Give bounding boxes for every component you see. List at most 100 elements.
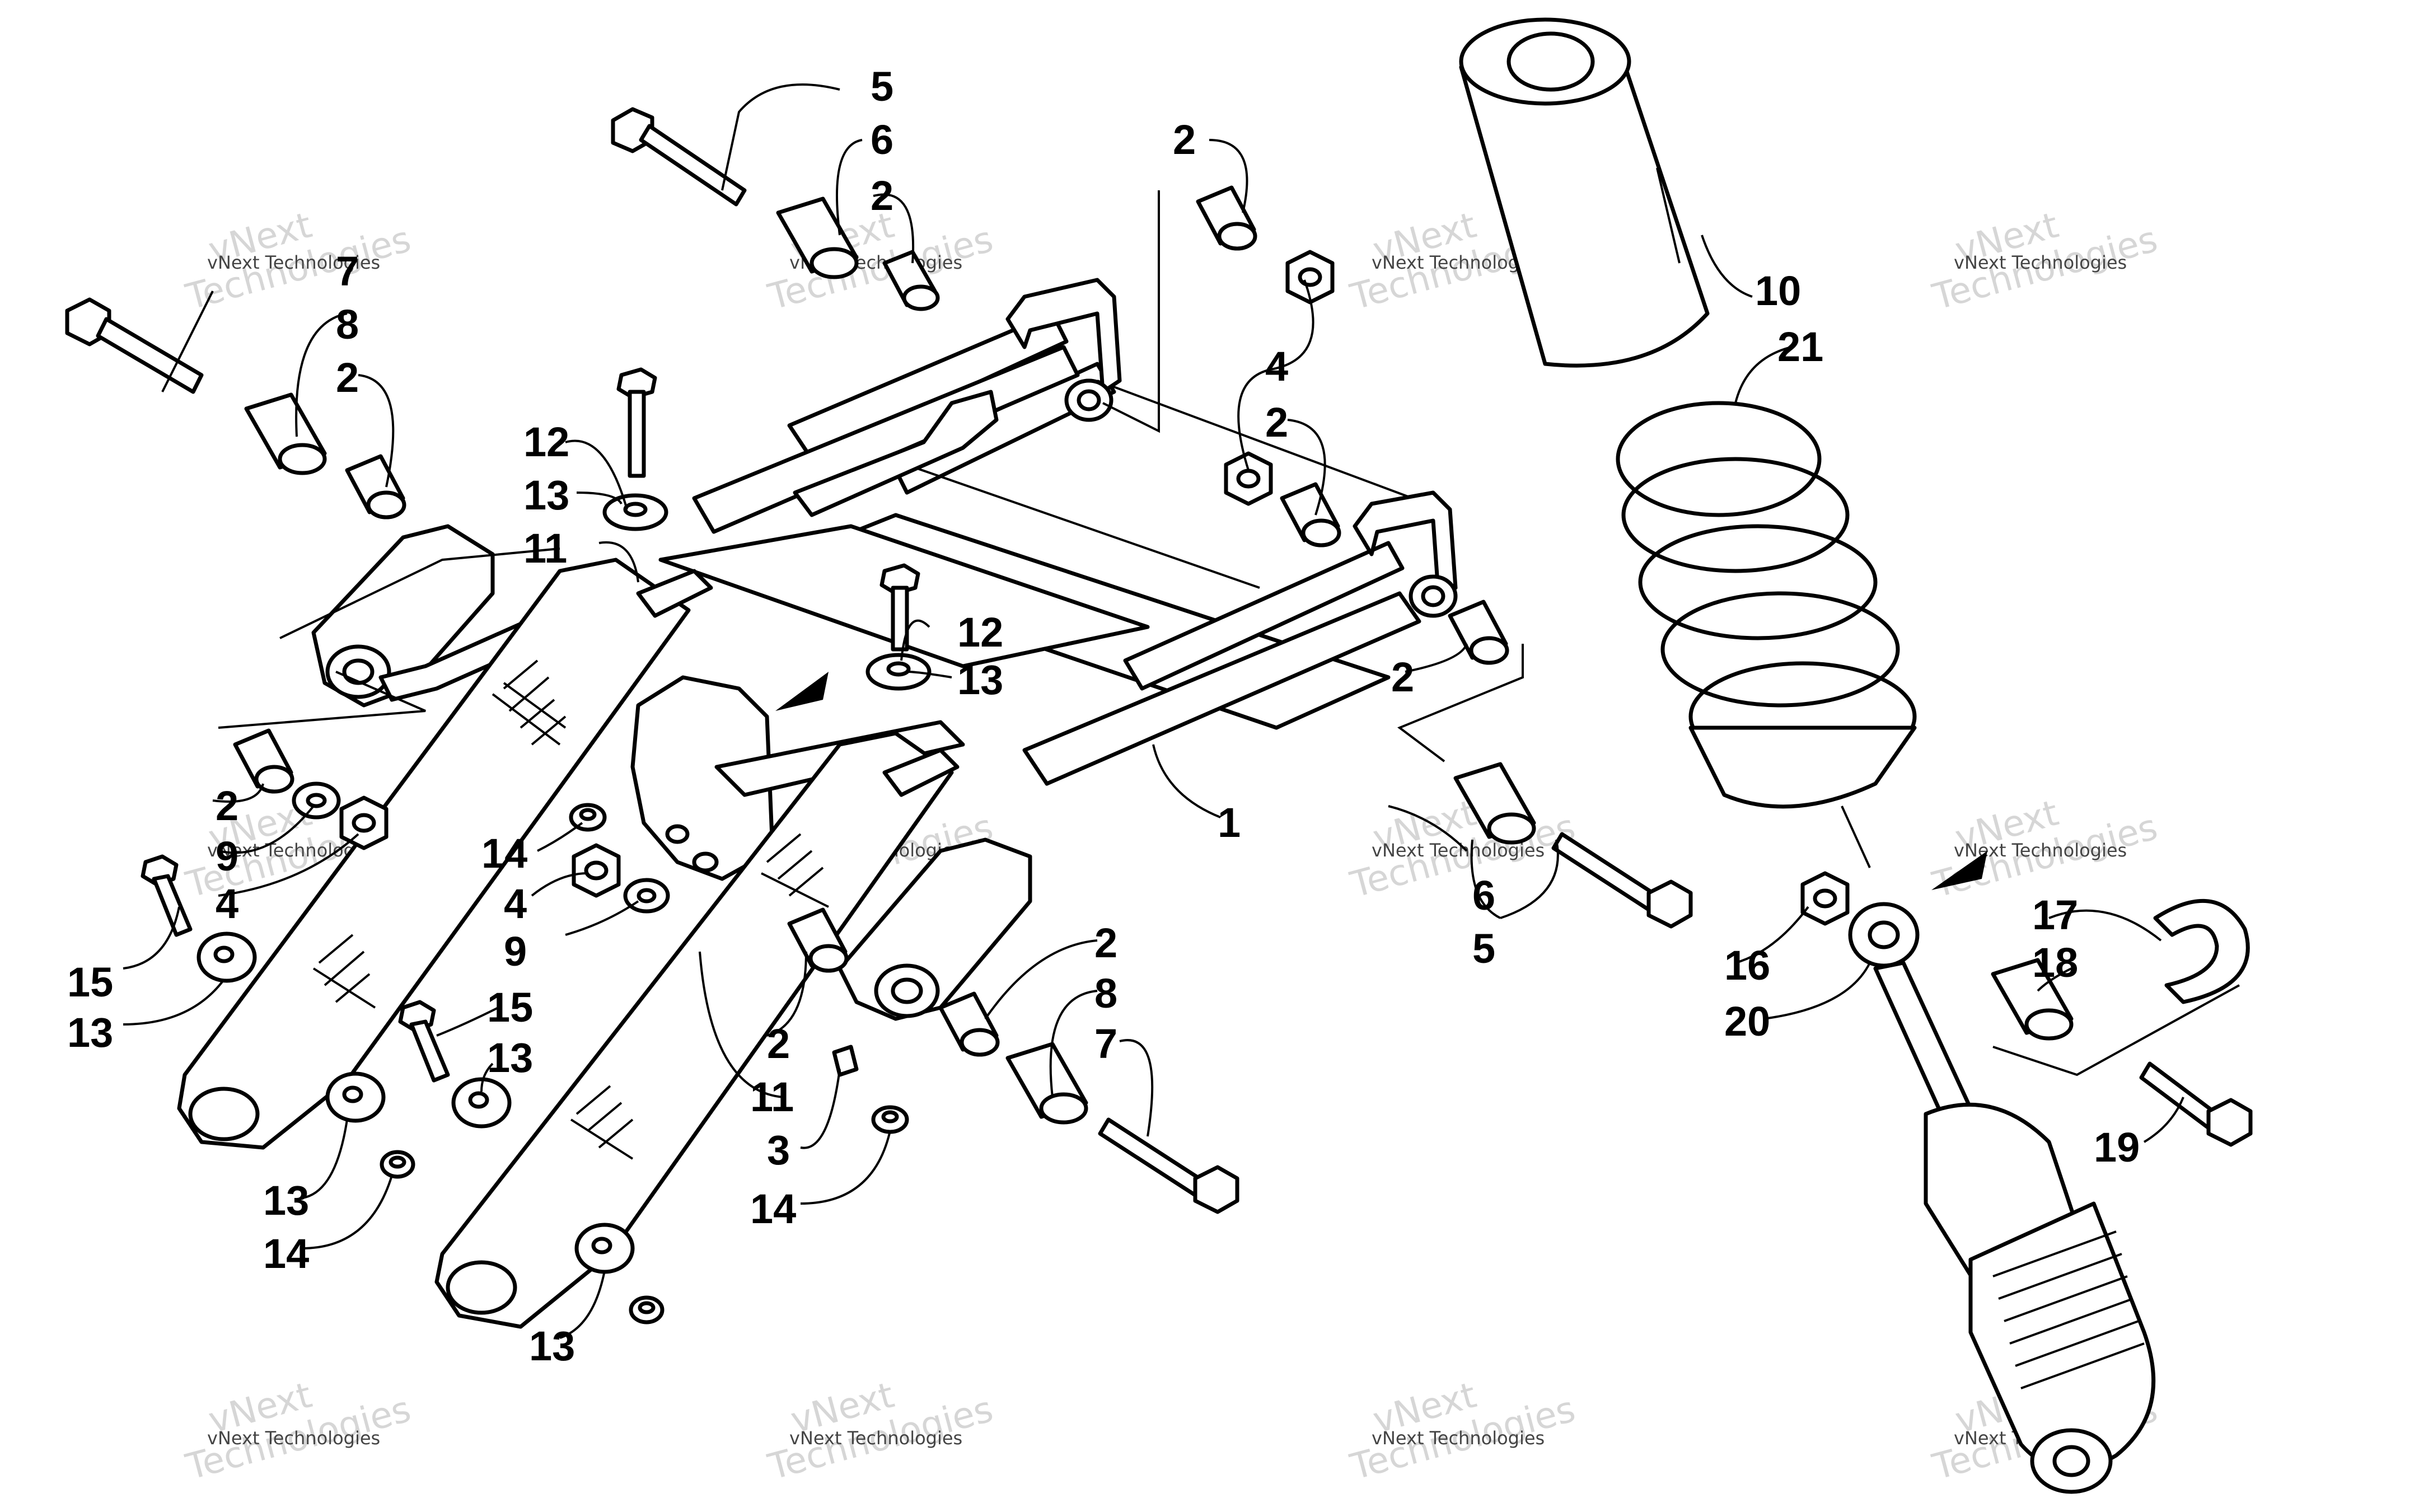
spacer-icon [776, 196, 859, 279]
bolt-icon [398, 1000, 450, 1083]
bushing-icon [345, 454, 406, 519]
callout-7: 7 [1094, 1021, 1117, 1067]
callout-1: 1 [1218, 799, 1241, 846]
watermark: vNext Technologies [1372, 1427, 1545, 1449]
callout-19: 19 [2094, 1124, 2140, 1171]
hardware [65, 107, 1693, 1324]
bushing-icon [1196, 185, 1257, 251]
watermark: vNext Technologies [789, 1427, 962, 1449]
bushing-icon [938, 991, 1000, 1057]
callout-2: 2 [1391, 654, 1414, 700]
washer-hole-icon [591, 1237, 612, 1254]
bushing-icon [787, 907, 849, 973]
grease-fitting-icon [832, 1045, 859, 1077]
callout-2: 2 [1173, 116, 1196, 163]
callout-21: 21 [1777, 324, 1823, 370]
nut-icon [629, 1295, 665, 1324]
callout-15: 15 [487, 984, 533, 1031]
callout-4: 4 [216, 881, 238, 927]
bolt-icon [879, 563, 920, 652]
callout-14: 14 [750, 1186, 796, 1232]
callout-20: 20 [1724, 998, 1770, 1045]
callout-10: 10 [1755, 268, 1801, 314]
callout-7: 7 [336, 248, 359, 294]
callout-16: 16 [1724, 942, 1770, 989]
callout-6: 6 [1472, 872, 1495, 919]
callout-11: 11 [523, 525, 567, 572]
nut-icon [871, 1105, 909, 1134]
callout-11: 11 [750, 1074, 794, 1120]
bolt-icon [611, 107, 747, 207]
nut-icon [572, 843, 621, 898]
washer-hole-icon [342, 1085, 363, 1103]
callout-2: 2 [767, 1021, 790, 1067]
shock-boot [1459, 17, 1710, 368]
callout-9: 9 [504, 928, 527, 975]
callout-14: 14 [481, 830, 527, 877]
callout-4: 4 [1265, 343, 1288, 390]
callout-labels: 5 6 2 2 10 21 7 8 2 4 2 12 13 11 12 13 2… [67, 63, 2140, 1369]
callout-13: 13 [529, 1323, 575, 1369]
rear-arm-frame [177, 190, 1987, 1329]
washer-hole-icon [623, 502, 648, 517]
watermark: vNext Technologies [207, 252, 380, 273]
bushing-icon [882, 250, 940, 311]
callout-6: 6 [871, 116, 893, 163]
nut-icon [1285, 250, 1335, 305]
shock-absorber [1848, 902, 2156, 1494]
washer-hole-icon [886, 661, 911, 677]
callout-15: 15 [67, 959, 113, 1005]
watermark: vNext Technologies [1954, 252, 2127, 273]
callout-2: 2 [1265, 399, 1288, 446]
callout-2: 2 [336, 354, 359, 401]
spacer-icon [1991, 958, 2074, 1041]
spacer-icon [1005, 1042, 1088, 1125]
washer-hole-icon [637, 888, 657, 904]
callout-13: 13 [263, 1177, 309, 1224]
nut-icon [1224, 451, 1273, 506]
spring-clip-icon [2153, 899, 2250, 1004]
callout-13: 13 [523, 472, 569, 518]
callout-8: 8 [336, 301, 359, 348]
callout-8: 8 [1094, 970, 1117, 1017]
nut-icon [1800, 871, 1850, 926]
shock-assembly [1459, 17, 2253, 1494]
callout-2: 2 [216, 783, 238, 829]
callout-17: 17 [2032, 892, 2078, 938]
washer-hole-icon [468, 1091, 489, 1109]
callout-14: 14 [263, 1230, 309, 1277]
bolt-icon [65, 297, 204, 394]
watermark: vNext Technologies [207, 1427, 380, 1449]
callout-5: 5 [871, 63, 893, 110]
bushing-icon [1448, 600, 1509, 665]
bolt-icon [1098, 1117, 1239, 1214]
bushing-icon [233, 728, 294, 794]
callout-2: 2 [1094, 920, 1117, 966]
bolt-icon [141, 854, 193, 937]
callout-13: 13 [957, 657, 1003, 703]
washer-hole-icon [306, 793, 327, 808]
bushing-icon [1280, 482, 1341, 547]
callout-13: 13 [67, 1009, 113, 1056]
bolt-icon [1551, 832, 1693, 929]
callout-13: 13 [487, 1034, 533, 1081]
callout-12: 12 [523, 419, 569, 465]
callout-5: 5 [1472, 925, 1495, 972]
spacer-icon [1453, 762, 1536, 845]
nut-icon [339, 795, 389, 850]
nut-icon [569, 803, 607, 832]
callout-3: 3 [767, 1127, 790, 1173]
coil-spring [1616, 401, 1917, 809]
callout-4: 4 [504, 881, 527, 927]
callout-18: 18 [2032, 939, 2078, 986]
nut-icon [380, 1150, 415, 1179]
callout-12: 12 [957, 609, 1003, 656]
spacer-icon [244, 392, 327, 475]
leader-lines [123, 83, 2184, 1339]
bolt-icon [616, 367, 657, 478]
washer-hole-icon [213, 945, 235, 963]
callout-9: 9 [216, 833, 238, 879]
callout-2: 2 [871, 172, 893, 219]
